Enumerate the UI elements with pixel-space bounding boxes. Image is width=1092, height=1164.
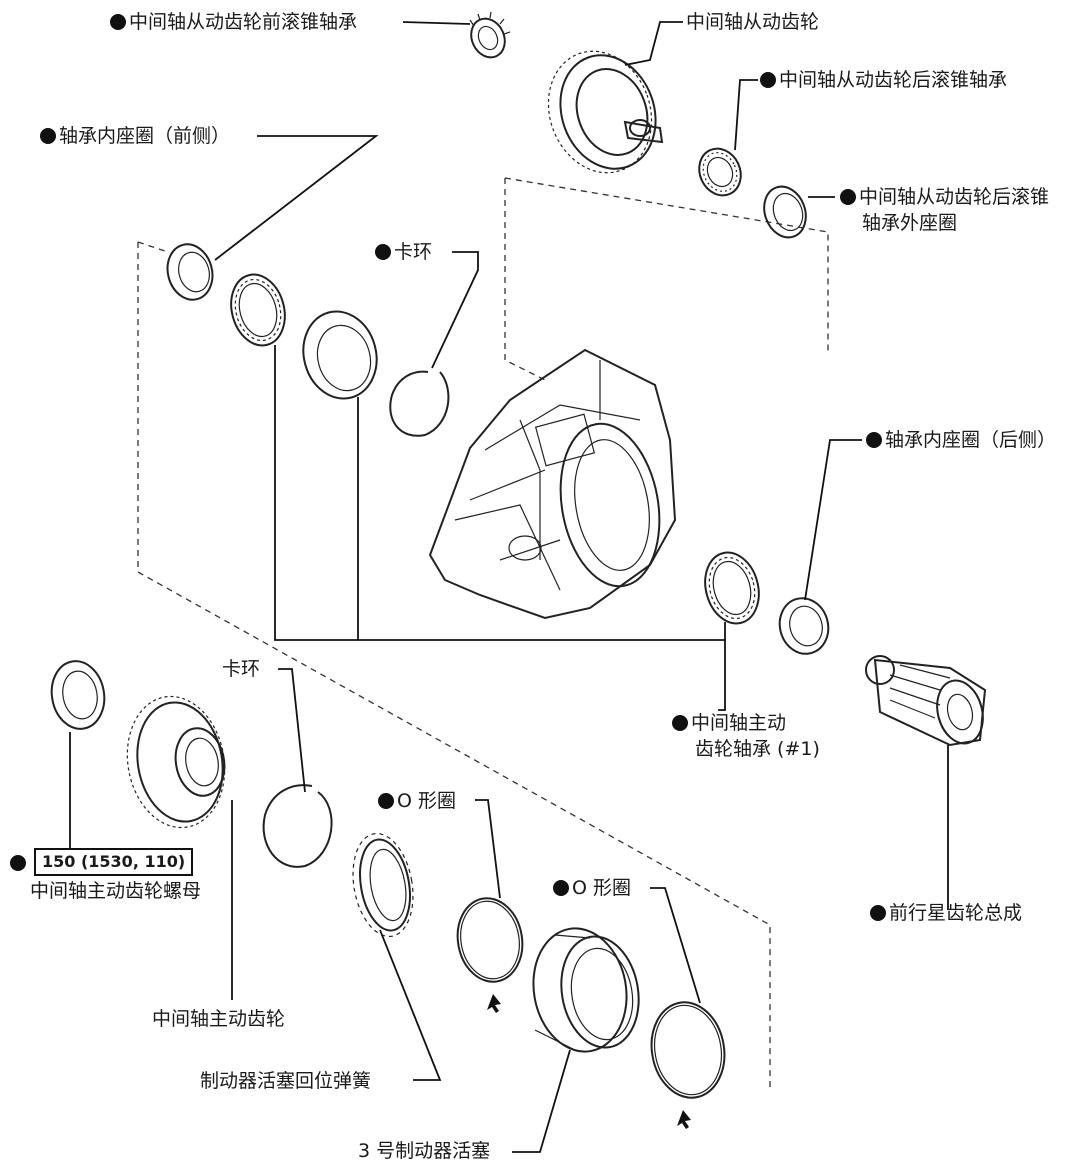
o-ring-large — [650, 1001, 726, 1129]
bullet-dot-icon — [553, 880, 569, 896]
label-inner-race-front: 轴承内座圈（前侧） — [40, 123, 230, 149]
label-drive-gear-bearing: 中间轴主动 — [672, 710, 786, 736]
rear-outer-race — [763, 185, 807, 239]
ball-bearing-front — [230, 273, 286, 347]
o-ring-small — [456, 897, 524, 1013]
front-planetary-gear — [865, 655, 987, 747]
label-front-planetary: 前行星齿轮总成 — [870, 900, 1022, 926]
inner-race-rear — [778, 597, 830, 655]
label-inner-race-rear: 轴承内座圈（后侧） — [866, 427, 1056, 453]
inner-race-front — [166, 243, 214, 301]
return-spring — [352, 832, 414, 938]
bullet-dot-icon — [866, 432, 882, 448]
dashed-guide-lines — [137, 177, 829, 1090]
label-driven-gear: 中间轴从动齿轮 — [686, 11, 820, 33]
driven-gear — [547, 50, 664, 174]
label-drive-gear: 中间轴主动齿轮 — [152, 1008, 286, 1030]
arrow-icon — [487, 994, 501, 1013]
rear-roller-bearing — [698, 147, 742, 197]
snap-ring-lower — [262, 784, 333, 868]
front-roller-bearing — [469, 11, 511, 59]
label-o-ring-2: O 形圈 — [553, 875, 631, 901]
label-drive-gear-bearing-line2: 齿轮轴承 (#1) — [695, 738, 820, 760]
torque-spec-box: 150 (1530, 110) — [34, 848, 194, 876]
label-return-spring: 制动器活塞回位弹簧 — [200, 1070, 372, 1092]
label-lock-nut: 中间轴主动齿轮螺母 — [30, 880, 202, 902]
drive-gear-bearing — [704, 551, 760, 625]
outer-race-front — [302, 310, 378, 400]
label-rear-outer-race: 中间轴从动齿轮后滚锥 — [840, 184, 1049, 210]
bullet-dot-icon — [672, 715, 688, 731]
drive-gear — [126, 695, 226, 829]
arrow-icon — [677, 1110, 691, 1129]
label-rear-outer-race-line2: 轴承外座圈 — [862, 212, 958, 234]
brake-piston — [532, 927, 640, 1053]
transaxle-case — [428, 348, 677, 620]
bullet-dot-icon — [110, 14, 126, 30]
label-brake-piston: 3 号制动器活塞 — [358, 1140, 491, 1162]
torque-spec-row — [10, 850, 29, 876]
label-snap-ring-lower: 卡环 — [222, 658, 261, 680]
bullet-dot-icon — [760, 72, 776, 88]
bullet-dot-icon — [375, 244, 391, 260]
label-o-ring-1: O 形圈 — [378, 788, 456, 814]
bullet-dot-icon — [840, 189, 856, 205]
snap-ring-upper — [389, 370, 450, 437]
label-snap-ring-upper: 卡环 — [375, 239, 432, 265]
leader-lines — [69, 21, 949, 1153]
bullet-dot-icon — [378, 793, 394, 809]
label-front-bearing: 中间轴从动齿轮前滚锥轴承 — [110, 9, 357, 35]
label-rear-bearing: 中间轴从动齿轮后滚锥轴承 — [760, 67, 1007, 93]
bullet-dot-icon — [10, 855, 26, 871]
bullet-dot-icon — [40, 128, 56, 144]
bullet-dot-icon — [870, 905, 886, 921]
lock-nut — [50, 660, 106, 730]
